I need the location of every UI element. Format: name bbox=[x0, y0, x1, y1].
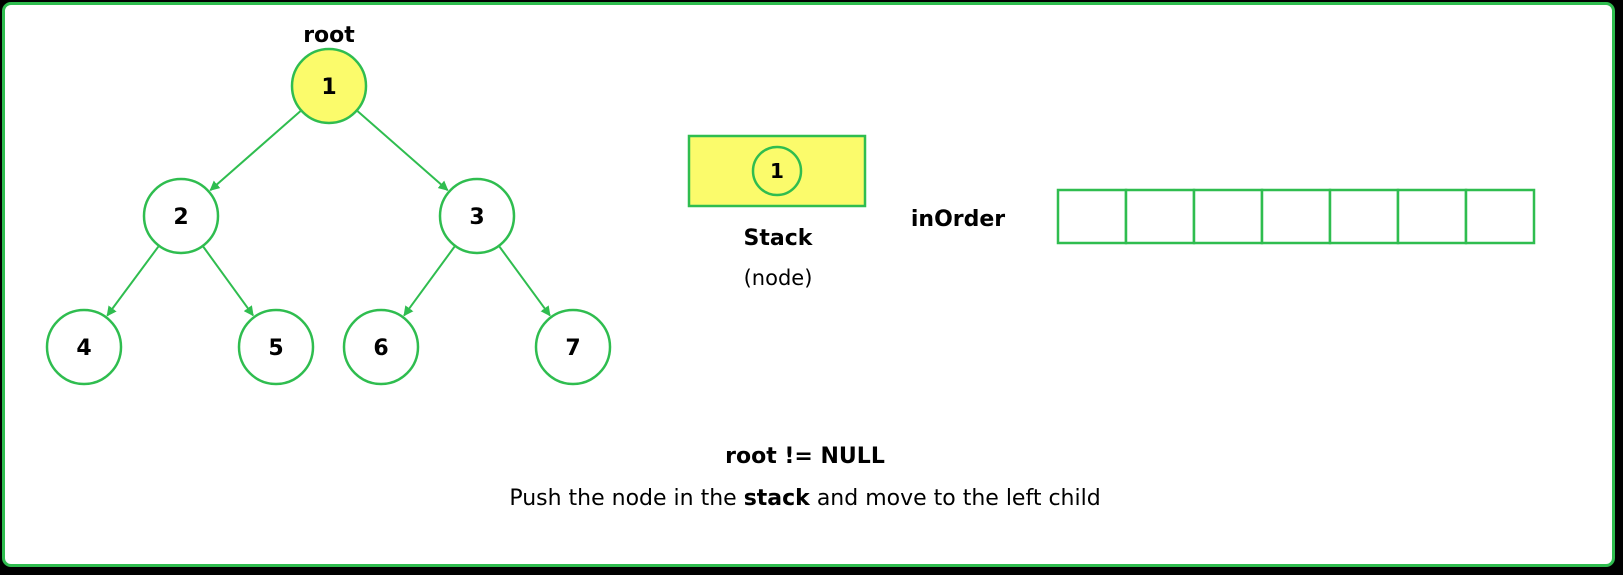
tree-node-5: 5 bbox=[237, 308, 315, 386]
tree-edge-3-7 bbox=[498, 246, 551, 317]
inorder-cell-box bbox=[1396, 188, 1468, 245]
inorder-cell-6 bbox=[1464, 188, 1536, 245]
tree-node-circle bbox=[237, 308, 315, 386]
description-before: Push the node in the bbox=[509, 486, 743, 511]
inorder-cell-box bbox=[1056, 188, 1128, 245]
tree-node-6: 6 bbox=[342, 308, 420, 386]
description-bold: stack bbox=[744, 486, 811, 511]
inorder-label: inOrder bbox=[911, 207, 1005, 232]
inorder-cell-0 bbox=[1056, 188, 1128, 245]
tree-node-value: 6 bbox=[373, 336, 388, 361]
stack-title: Stack bbox=[744, 226, 814, 251]
tree-node-value: 5 bbox=[268, 336, 283, 361]
stack-subtitle: (node) bbox=[744, 266, 813, 290]
tree-node-value: 1 bbox=[321, 75, 336, 100]
diagram-frame: root 1 2 3 4 5 6 7 1 Stack (node) inOrder root… bbox=[2, 2, 1615, 567]
tree-edge-1-3 bbox=[356, 110, 449, 192]
inorder-cell-5 bbox=[1396, 188, 1468, 245]
tree-nodes: 1 2 3 4 5 6 7 bbox=[45, 47, 612, 386]
inorder-cell-box bbox=[1124, 188, 1196, 245]
inorder-cell-box bbox=[1328, 188, 1400, 245]
tree-edges bbox=[106, 110, 551, 317]
tree-node-circle bbox=[290, 47, 368, 125]
inorder-cell-4 bbox=[1328, 188, 1400, 245]
tree-node-circle bbox=[342, 308, 420, 386]
tree-edge-3-6 bbox=[403, 246, 456, 317]
stack: 1 Stack (node) bbox=[687, 134, 867, 290]
tree-node-value: 2 bbox=[173, 205, 188, 230]
description-after: and move to the left child bbox=[810, 486, 1101, 511]
stack-item-1: 1 bbox=[751, 145, 803, 197]
stack-item-circle bbox=[751, 145, 803, 197]
tree-node-3: 3 bbox=[438, 177, 516, 255]
tree-node-1: 1 bbox=[290, 47, 368, 125]
inorder-array: inOrder bbox=[911, 188, 1536, 245]
tree-node-value: 4 bbox=[76, 336, 91, 361]
tree-edge-2-5 bbox=[202, 246, 254, 317]
tree-node-circle bbox=[438, 177, 516, 255]
tree-node-4: 4 bbox=[45, 308, 123, 386]
tree-node-circle bbox=[142, 177, 220, 255]
tree-node-2: 2 bbox=[142, 177, 220, 255]
inorder-cell-box bbox=[1464, 188, 1536, 245]
diagram-canvas: root 1 2 3 4 5 6 7 1 Stack (node) inOrder root… bbox=[45, 23, 1536, 511]
description-text: Push the node in the stack and move to t… bbox=[509, 486, 1100, 511]
inorder-cell-box bbox=[1260, 188, 1332, 245]
inorder-cell-box bbox=[1192, 188, 1264, 245]
root-label: root bbox=[303, 23, 355, 48]
inorder-cells bbox=[1056, 188, 1536, 245]
tree-node-7: 7 bbox=[534, 308, 612, 386]
tree-node-circle bbox=[534, 308, 612, 386]
inorder-cell-2 bbox=[1192, 188, 1264, 245]
stack-items: 1 bbox=[751, 145, 803, 197]
tree-node-circle bbox=[45, 308, 123, 386]
tree-node-value: 7 bbox=[565, 336, 580, 361]
tree-node-value: 3 bbox=[469, 205, 484, 230]
tree-edge-2-4 bbox=[106, 245, 160, 317]
inorder-cell-1 bbox=[1124, 188, 1196, 245]
condition-text: root != NULL bbox=[725, 444, 885, 469]
inorder-cell-3 bbox=[1260, 188, 1332, 245]
stack-item-value: 1 bbox=[770, 159, 784, 183]
tree-edge-1-2 bbox=[209, 110, 302, 192]
